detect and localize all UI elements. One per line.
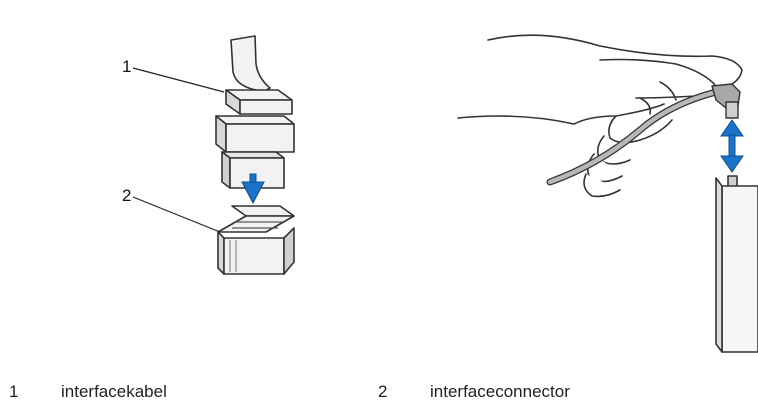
legend-label: interfacekabel (61, 382, 167, 401)
interface-connector (217, 205, 295, 275)
cable-in-hand (546, 88, 720, 186)
legend-item-2: 2 interfaceconnector (378, 382, 570, 402)
legend-number: 2 (378, 382, 388, 401)
callout-2-leader (132, 196, 221, 233)
connection-diagram: 1 2 (122, 34, 758, 353)
drive-board (715, 175, 758, 353)
callout-1-number: 1 (122, 57, 131, 76)
cable-plug-illustration (215, 35, 295, 189)
insert-arrow-icon (241, 173, 265, 205)
hand-illustration (457, 34, 743, 198)
right-angle-plug (711, 83, 741, 119)
callout-1-leader (132, 67, 225, 93)
interface-cable (230, 35, 271, 93)
callout-2-number: 2 (122, 186, 131, 205)
legend-number: 1 (9, 382, 19, 401)
legend-label: interfaceconnector (430, 382, 570, 401)
legend-item-1: 1 interfacekabel (9, 382, 167, 402)
double-arrow-icon (720, 119, 744, 173)
